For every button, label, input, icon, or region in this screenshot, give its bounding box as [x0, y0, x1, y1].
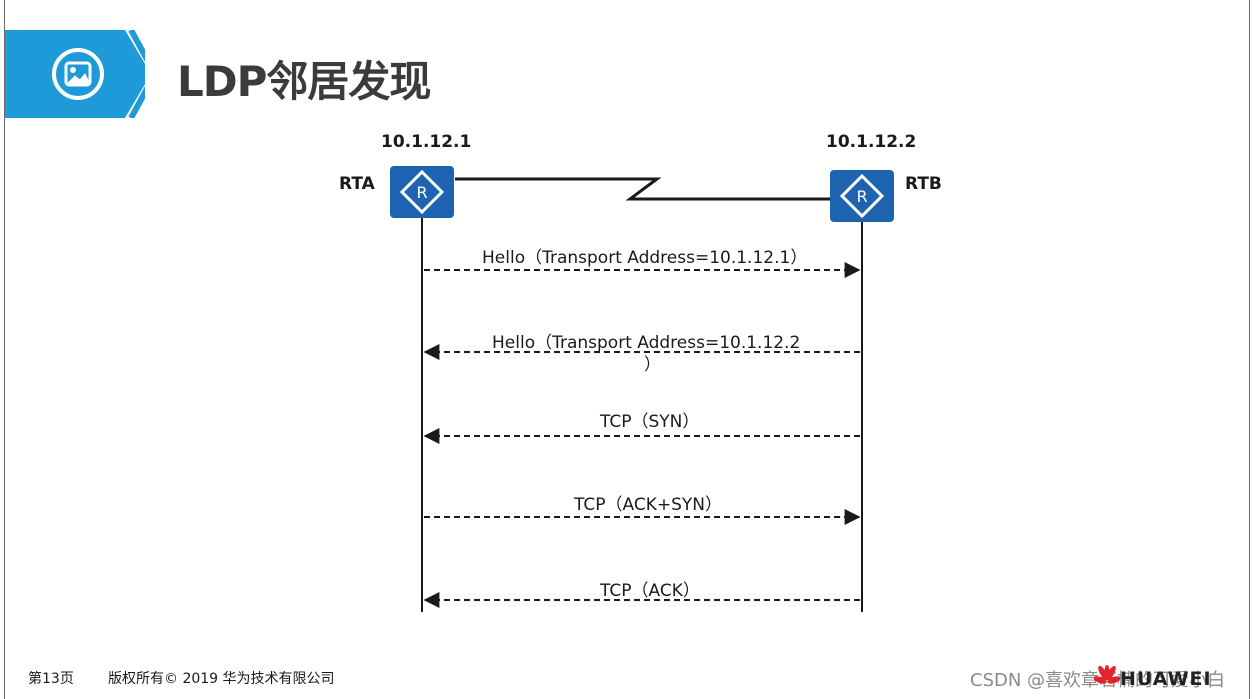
router-icon-letter: R: [856, 187, 867, 206]
message-label: Hello（Transport Address=10.1.12.1）: [482, 248, 808, 268]
router-rta: R: [390, 166, 454, 218]
message-label: TCP（ACK）: [600, 581, 700, 601]
header-banner: [5, 30, 145, 118]
brand-name: HUAWEI: [1120, 668, 1212, 690]
rtb-ip: 10.1.12.2: [826, 132, 917, 152]
router-icon: R: [839, 173, 885, 219]
image-icon: [52, 48, 104, 100]
rta-ip: 10.1.12.1: [381, 132, 472, 152]
router-icon-letter: R: [416, 183, 427, 202]
slide-frame: [4, 0, 1250, 699]
page-title: LDP邻居发现: [177, 57, 431, 106]
message-label: TCP（ACK+SYN）: [574, 495, 722, 515]
router-rtb: R: [830, 170, 894, 222]
huawei-logo-icon: [1094, 665, 1120, 684]
page-number: 第13页: [28, 671, 74, 687]
message-label: TCP（SYN）: [600, 412, 700, 432]
copyright: 版权所有© 2019 华为技术有限公司: [108, 671, 335, 687]
message-label-continuation: ）: [644, 355, 661, 375]
router-icon: R: [399, 169, 445, 215]
message-label: Hello（Transport Address=10.1.12.2: [492, 333, 801, 353]
serial-link: [455, 177, 831, 201]
rtb-name: RTB: [905, 174, 942, 194]
rta-name: RTA: [339, 174, 375, 194]
